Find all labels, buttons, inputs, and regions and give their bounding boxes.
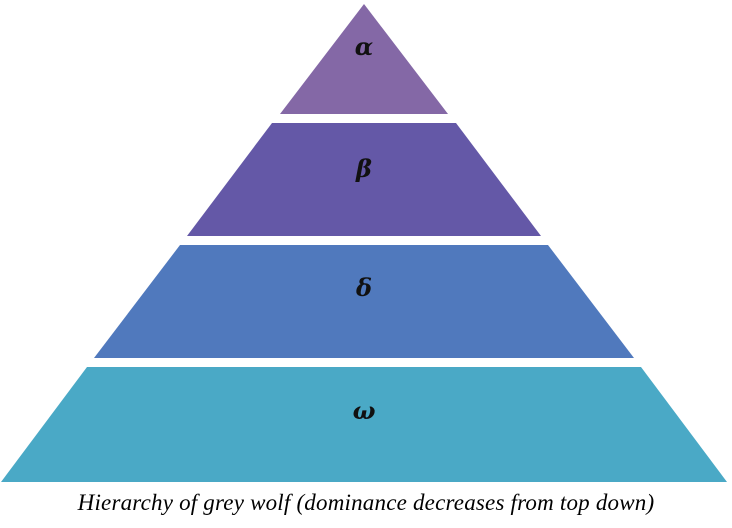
tier-alpha: α bbox=[280, 4, 448, 114]
tier-delta-label: δ bbox=[355, 273, 372, 302]
tier-omega-shape bbox=[1, 367, 727, 482]
tier-beta-label: β bbox=[355, 154, 372, 183]
diagram-caption: Hierarchy of grey wolf (dominance decrea… bbox=[77, 490, 655, 515]
tier-delta: δ bbox=[94, 245, 634, 358]
tier-alpha-label: α bbox=[355, 32, 373, 61]
tier-delta-shape bbox=[94, 245, 634, 358]
tier-alpha-shape bbox=[280, 4, 448, 114]
tier-omega-label: ω bbox=[353, 396, 376, 425]
tier-beta-shape bbox=[187, 123, 541, 236]
tier-beta: β bbox=[187, 123, 541, 236]
tier-omega: ω bbox=[1, 367, 727, 482]
